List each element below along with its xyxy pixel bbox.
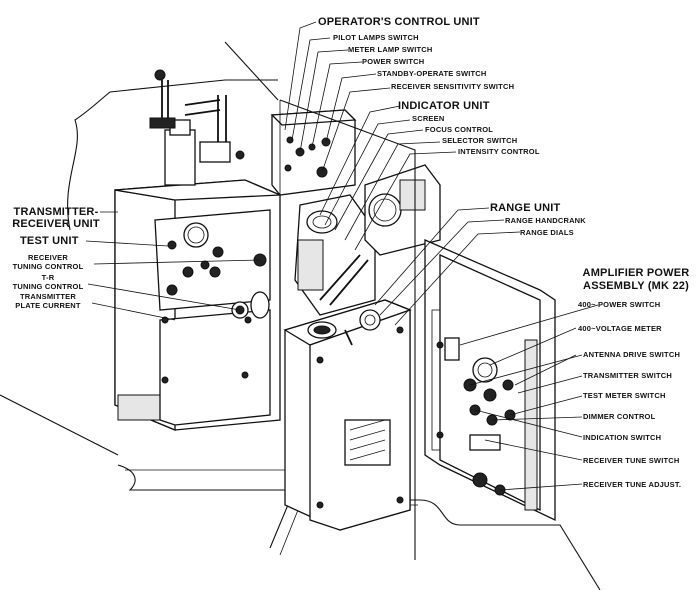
- label-operators-control-unit: OPERATOR'S CONTROL UNIT: [318, 16, 480, 28]
- label-range-unit: RANGE UNIT: [490, 202, 561, 214]
- operators-control-box: [270, 109, 357, 196]
- label-receiver-tune-adjust: RECEIVER TUNE ADJUST.: [583, 480, 682, 489]
- waveguide-plumbing: [149, 69, 245, 186]
- indicator-unit: [294, 194, 376, 316]
- label-range-dials: RANGE DIALS: [520, 228, 574, 237]
- label-tr-tuning-line2: TUNING CONTROL: [12, 282, 84, 291]
- label-receiver-sensitivity-switch: RECEIVER SENSITIVITY SWITCH: [391, 82, 515, 91]
- label-400-power-switch: 400~ POWER SWITCH: [578, 300, 661, 309]
- floor-edge-left: [0, 394, 119, 456]
- label-tr-tuning-line1: T-R: [41, 273, 55, 282]
- label-screen: SCREEN: [412, 114, 445, 123]
- label-antenna-drive-switch: ANTENNA DRIVE SWITCH: [583, 350, 681, 359]
- label-amplifier-power-line1: AMPLIFIER POWER: [582, 267, 690, 279]
- label-receiver-tuning-line1: RECEIVER: [28, 253, 68, 262]
- label-test-unit: TEST UNIT: [20, 235, 79, 247]
- label-range-handcrank: RANGE HANDCRANK: [505, 216, 586, 225]
- label-standby-operate-switch: STANDBY-OPERATE SWITCH: [377, 69, 487, 78]
- label-indicator-unit: INDICATOR UNIT: [398, 100, 490, 112]
- label-selector-switch: SELECTOR SWITCH: [442, 136, 518, 145]
- label-indication-switch: INDICATION SWITCH: [583, 433, 662, 442]
- floor-edge: [117, 464, 300, 491]
- meter-box: [364, 164, 441, 256]
- label-transmitter-switch: TRANSMITTER SWITCH: [583, 371, 673, 380]
- floor-edge-right: [269, 499, 601, 590]
- label-focus-control: FOCUS CONTROL: [425, 125, 494, 134]
- label-400-voltage-meter: 400~VOLTAGE METER: [578, 324, 662, 333]
- wall-corner: [224, 41, 279, 101]
- label-amplifier-power-line2: ASSEMBLY (MK 22): [583, 280, 689, 292]
- label-receiver-tune-switch: RECEIVER TUNE SWITCH: [583, 456, 680, 465]
- transmitter-receiver-cabinet: [114, 179, 281, 431]
- label-intensity-control: INTENSITY CONTROL: [458, 147, 540, 156]
- label-dimmer-control: DIMMER CONTROL: [583, 412, 656, 421]
- label-transmitter-receiver-line1: TRANSMITTER-: [13, 206, 99, 218]
- label-transmitter-plate-line1: TRANSMITTER: [20, 292, 76, 301]
- label-transmitter-receiver-line2: RECEIVER UNIT: [12, 218, 100, 230]
- label-receiver-tuning-line2: TUNING CONTROL: [12, 262, 84, 271]
- range-unit-box: [283, 299, 412, 531]
- label-power-switch: POWER SWITCH: [362, 57, 425, 66]
- rear-panel-edge: [279, 99, 416, 560]
- label-pilot-lamps-switch: PILOT LAMPS SWITCH: [333, 33, 419, 42]
- label-transmitter-plate-line2: PLATE CURRENT: [15, 301, 81, 310]
- leader-lines: [85, 21, 599, 491]
- label-test-meter-switch: TEST METER SWITCH: [583, 391, 666, 400]
- label-meter-lamp-switch: METER LAMP SWITCH: [348, 45, 433, 54]
- wall-edge: [67, 79, 278, 231]
